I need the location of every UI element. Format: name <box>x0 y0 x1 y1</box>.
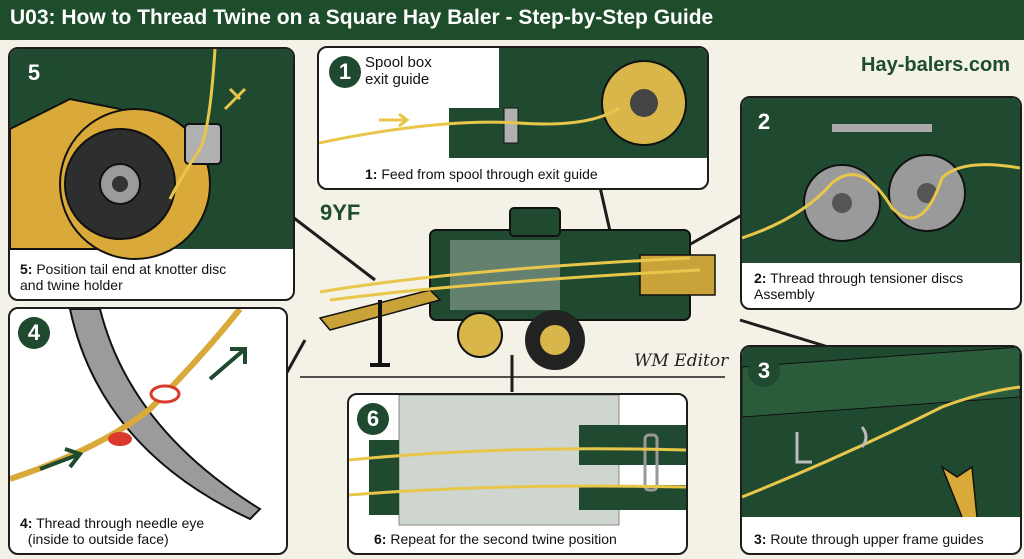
spool-illustration <box>319 48 707 158</box>
step-3-caption: 3: Route through upper frame guides <box>754 531 984 547</box>
step-3-number: 3 <box>748 355 780 387</box>
step-1-panel: 1 Spool box exit guide 1: Feed from spoo… <box>317 46 709 190</box>
title-bar: U03: How to Thread Twine on a Square Hay… <box>0 0 1024 40</box>
step-6-caption: 6: Repeat for the second twine position <box>374 531 617 547</box>
frame-guides-illustration <box>742 347 1020 518</box>
step-5-number: 5 <box>18 57 50 89</box>
spool-box-label: Spool box exit guide <box>365 54 432 88</box>
step-1-number: 1 <box>329 56 361 88</box>
step-4-caption: 4: Thread through needle eye (inside to … <box>20 515 205 547</box>
needle-eye-illustration <box>10 309 262 521</box>
baler-machine-icon <box>318 207 716 370</box>
second-twine-illustration <box>349 395 686 526</box>
step-2-number: 2 <box>748 106 780 138</box>
step-4-number: 4 <box>18 317 50 349</box>
step-6-number: 6 <box>357 403 389 435</box>
step-5-caption: 5: Position tail end at knotter disc and… <box>20 261 227 293</box>
page-title: U03: How to Thread Twine on a Square Hay… <box>10 6 714 29</box>
step-3-panel: 3 3: Route through upper frame guides <box>740 345 1022 555</box>
editor-credit: WM Editor <box>634 351 729 371</box>
step-1-caption: 1: Feed from spool through exit guide <box>365 166 598 182</box>
knotter-disc-illustration <box>10 49 293 260</box>
step-6-panel: 6 6: Repeat for the second twine positio… <box>347 393 688 555</box>
tensioner-illustration <box>742 98 1020 263</box>
step-5-panel: 5 5: Position tail end at knotter disc a… <box>8 47 295 301</box>
step-2-caption: 2: Thread through tensioner discs Assemb… <box>754 270 964 302</box>
step-4-panel: 4 4: Thread through needle eye (inside t… <box>8 307 288 555</box>
model-label: 9YF <box>320 200 361 225</box>
step-2-panel: 2 2: Thread through tensioner discs Asse… <box>740 96 1022 310</box>
site-brand: Hay-balers.com <box>861 54 1010 76</box>
